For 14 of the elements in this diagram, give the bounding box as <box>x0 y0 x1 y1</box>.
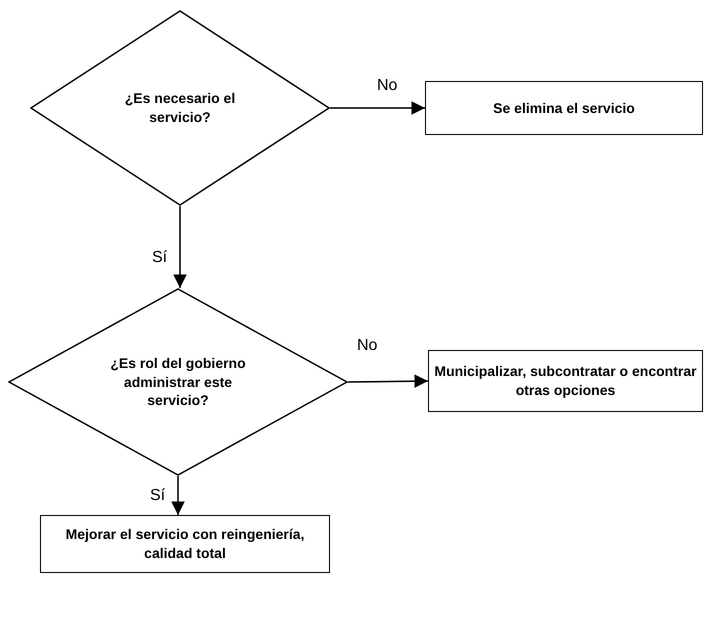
process-box <box>425 81 703 135</box>
node-text: Municipalizar, subcontratar o encontrar otras opciones <box>433 362 698 400</box>
node-text: ¿Es necesario el servicio? <box>124 89 236 127</box>
process-box <box>428 350 703 412</box>
arrow <box>330 101 425 115</box>
arrow <box>173 206 187 288</box>
arrow <box>348 374 428 388</box>
process-box <box>40 515 330 573</box>
node-text: Se elimina el servicio <box>492 98 636 118</box>
decision-diamond <box>8 288 348 476</box>
node-text: ¿Es rol del gobierno administrar este servicio? <box>109 354 247 410</box>
node-text: Mejorar el servicio con reingeniería, calidad total <box>64 525 306 563</box>
arrow <box>171 476 185 515</box>
decision-diamond <box>30 10 330 206</box>
